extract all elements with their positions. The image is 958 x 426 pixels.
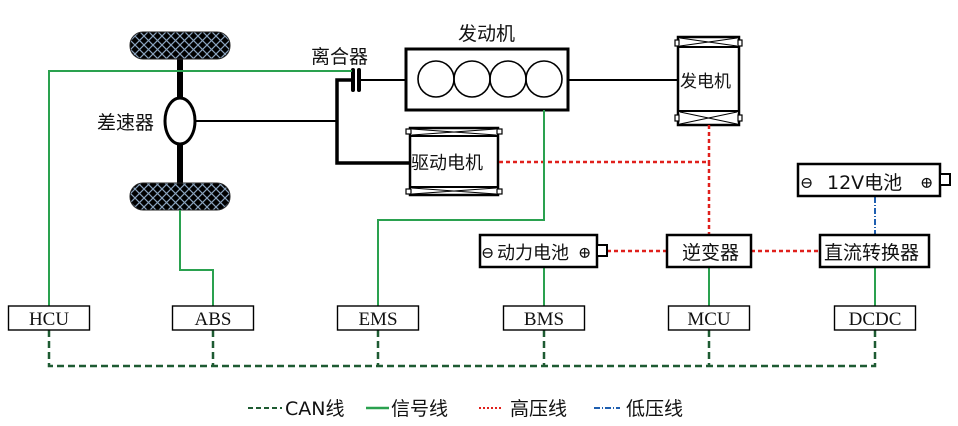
controller-label: ABS <box>195 309 232 330</box>
clutch-icon <box>351 68 361 92</box>
legend-signal-label: 信号线 <box>391 398 448 420</box>
power-battery-neg-icon: ⊖ <box>481 243 494 262</box>
controller-box <box>833 305 917 331</box>
legend-high-voltage-label: 高压线 <box>510 398 567 420</box>
can-bus <box>47 330 877 368</box>
controller-hcu: HCU <box>7 305 91 331</box>
engine-cylinders <box>417 60 563 98</box>
inverter-label: 逆变器 <box>682 242 739 264</box>
controller-abs: ABS <box>171 305 255 331</box>
clutch-label: 离合器 <box>311 46 368 68</box>
signal-lines <box>48 70 876 306</box>
battery-12v-neg-icon: ⊖ <box>800 173 813 192</box>
drive-motor-block <box>405 126 503 197</box>
controller-label: HCU <box>29 309 69 330</box>
controller-label: BMS <box>524 309 564 330</box>
legend-can-label: CAN线 <box>285 398 344 420</box>
controller-label: MCU <box>687 309 731 330</box>
engine-cylinder-icon <box>525 60 563 98</box>
controller-label: DCDC <box>849 309 902 330</box>
signal-hcu-clutch <box>48 70 352 306</box>
controller-box <box>502 305 586 331</box>
power-battery-pos-icon: ⊕ <box>578 243 591 262</box>
legend: CAN线 信号线 高压线 低压线 <box>248 398 683 420</box>
high-voltage-lines <box>499 125 820 253</box>
controller-mcu: MCU <box>667 305 751 331</box>
drive-motor-label: 驱动电机 <box>411 153 483 174</box>
power-battery-label: 动力电池 <box>497 243 569 264</box>
controller-box <box>171 305 255 331</box>
signal-ems-engine <box>377 110 545 306</box>
differential-icon <box>163 96 197 146</box>
controller-bms: BMS <box>502 305 586 331</box>
dc-converter-label: 直流转换器 <box>824 242 919 264</box>
hv-motor-to-inverter <box>499 160 711 237</box>
drivetrain: 差速器 离合器 发动机 发电机 <box>97 23 743 211</box>
controller-box <box>336 305 420 331</box>
battery-12v-pos-icon: ⊕ <box>920 173 933 192</box>
wheel-front-icon <box>129 31 231 60</box>
engine-label: 发动机 <box>458 23 515 45</box>
motor-coupling-shaft <box>335 78 410 165</box>
battery-12v: ⊖ 12V电池 ⊕ <box>796 162 951 198</box>
engine-block <box>404 47 570 112</box>
controller-label: EMS <box>358 309 397 330</box>
controller-dcdc: DCDC <box>833 305 917 331</box>
differential-label: 差速器 <box>97 112 154 134</box>
signal-abs-wheel <box>179 210 214 306</box>
generator-label: 发电机 <box>680 72 731 92</box>
controller-ems: EMS <box>336 305 420 331</box>
controller-box <box>7 305 91 331</box>
inverter: 逆变器 <box>665 233 753 269</box>
battery-12v-label: 12V电池 <box>827 172 902 194</box>
legend-low-voltage-label: 低压线 <box>626 398 683 420</box>
controller-box <box>667 305 751 331</box>
dc-converter: 直流转换器 <box>818 233 931 269</box>
power-battery: ⊖ 动力电池 ⊕ <box>478 233 608 269</box>
controllers: HCU ABS EMS BMS MCU DCDC <box>7 305 917 331</box>
wheel-rear-icon <box>129 182 231 211</box>
can-bus-trunk <box>47 330 877 368</box>
